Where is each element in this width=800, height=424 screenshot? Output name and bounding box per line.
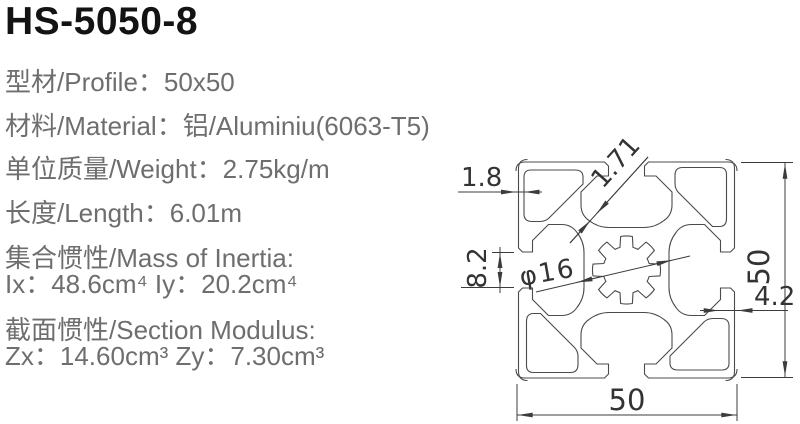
corner-chamber-topleft: [523, 169, 584, 223]
corner-chamber-bottomright: [669, 317, 730, 371]
spec-modulus-title: 截面惯性/Section Modulus:: [5, 315, 316, 345]
spec-material: 材料/Material：铝/Aluminiu(6063-T5): [5, 111, 430, 141]
dim-height-label: 50: [742, 249, 776, 286]
dim-wall-thickness: 1.8: [458, 163, 542, 195]
gear-bore: [591, 235, 662, 305]
dim-width-label: 50: [609, 383, 646, 417]
dim-bore-diameter: φ16: [517, 253, 691, 293]
spec-modulus-values: Zx：14.60cm³ Zy：7.30cm³: [5, 341, 325, 371]
dim-bore-label: φ16: [517, 253, 578, 292]
dim-slot-label: 8.2: [463, 247, 493, 288]
spec-length: 长度/Length：6.01m: [5, 198, 243, 228]
dim-web-thickness: 1.71: [569, 131, 649, 244]
spec-inertia-values: Ix：48.6cm⁴ Iy：20.2cm⁴: [5, 269, 298, 299]
dim-slot-width: 8.2: [461, 247, 514, 293]
page-title: HS-5050-8: [5, 0, 199, 43]
dim-width: 50: [516, 383, 738, 421]
dim-web-label: 1.71: [586, 131, 647, 194]
spec-weight: 单位质量/Weight：2.75kg/m: [5, 154, 330, 184]
dim-wall-label: 1.8: [461, 163, 502, 193]
corner-chamber-bottomleft: [525, 312, 579, 374]
spec-inertia-title: 集合惯性/Mass of Inertia:: [5, 243, 294, 273]
dim-lip-label: 4.2: [754, 282, 795, 312]
dim-lip-depth: 4.2: [700, 282, 795, 313]
corner-chamber-topright: [674, 166, 728, 228]
profile-outline: [515, 158, 738, 382]
spec-profile: 型材/Profile：50x50: [5, 67, 235, 97]
dim-height: 50: [741, 162, 793, 378]
